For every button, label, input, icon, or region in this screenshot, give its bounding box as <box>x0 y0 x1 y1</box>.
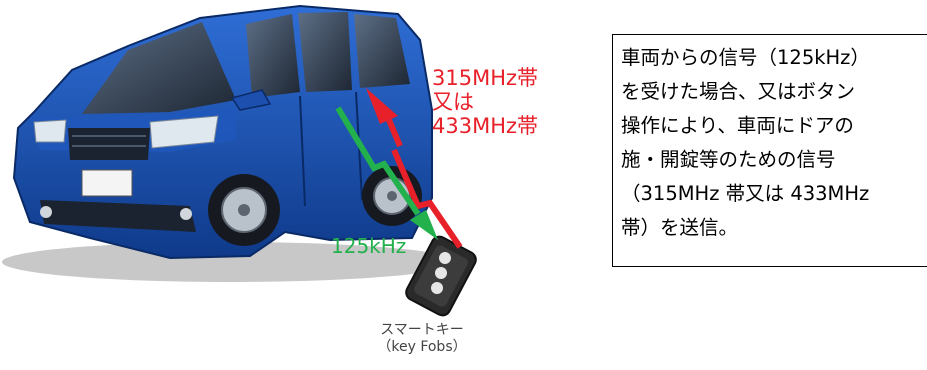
lf-band-label: 125kHz <box>331 234 407 258</box>
uhf-signal-arrow <box>366 88 463 249</box>
uhf-band-line-1: 315MHz帯 <box>432 66 539 90</box>
description-line-6: 帯）を送信。 <box>621 216 739 239</box>
lf-signal-arrow <box>335 106 438 240</box>
minivan-illustration <box>12 4 433 260</box>
uhf-band-label: 315MHz帯 又は 433MHz帯 <box>432 66 538 138</box>
description-line-2: を受けた場合、又はボタン <box>621 80 856 103</box>
key-fob-caption: スマートキー （key Fobs） <box>372 322 472 356</box>
car-shadow <box>2 242 458 282</box>
description-line-5: （315MHz 帯又は 433MHz <box>621 182 870 205</box>
uhf-band-line-2: 又は <box>432 90 474 114</box>
description-line-4: 施・開錠等のための信号 <box>621 148 836 171</box>
key-fob-icon <box>405 235 477 317</box>
uhf-band-line-3: 433MHz帯 <box>432 114 539 138</box>
key-fob-caption-en: （key Fobs） <box>377 339 467 355</box>
description-box: 車両からの信号（125kHz） を受けた場合、又はボタン 操作により、車両にドア… <box>612 34 927 267</box>
description-line-1: 車両からの信号（125kHz） <box>621 46 870 69</box>
description-line-3: 操作により、車両にドアの <box>621 114 854 137</box>
key-fob-caption-ja: スマートキー <box>380 322 464 338</box>
